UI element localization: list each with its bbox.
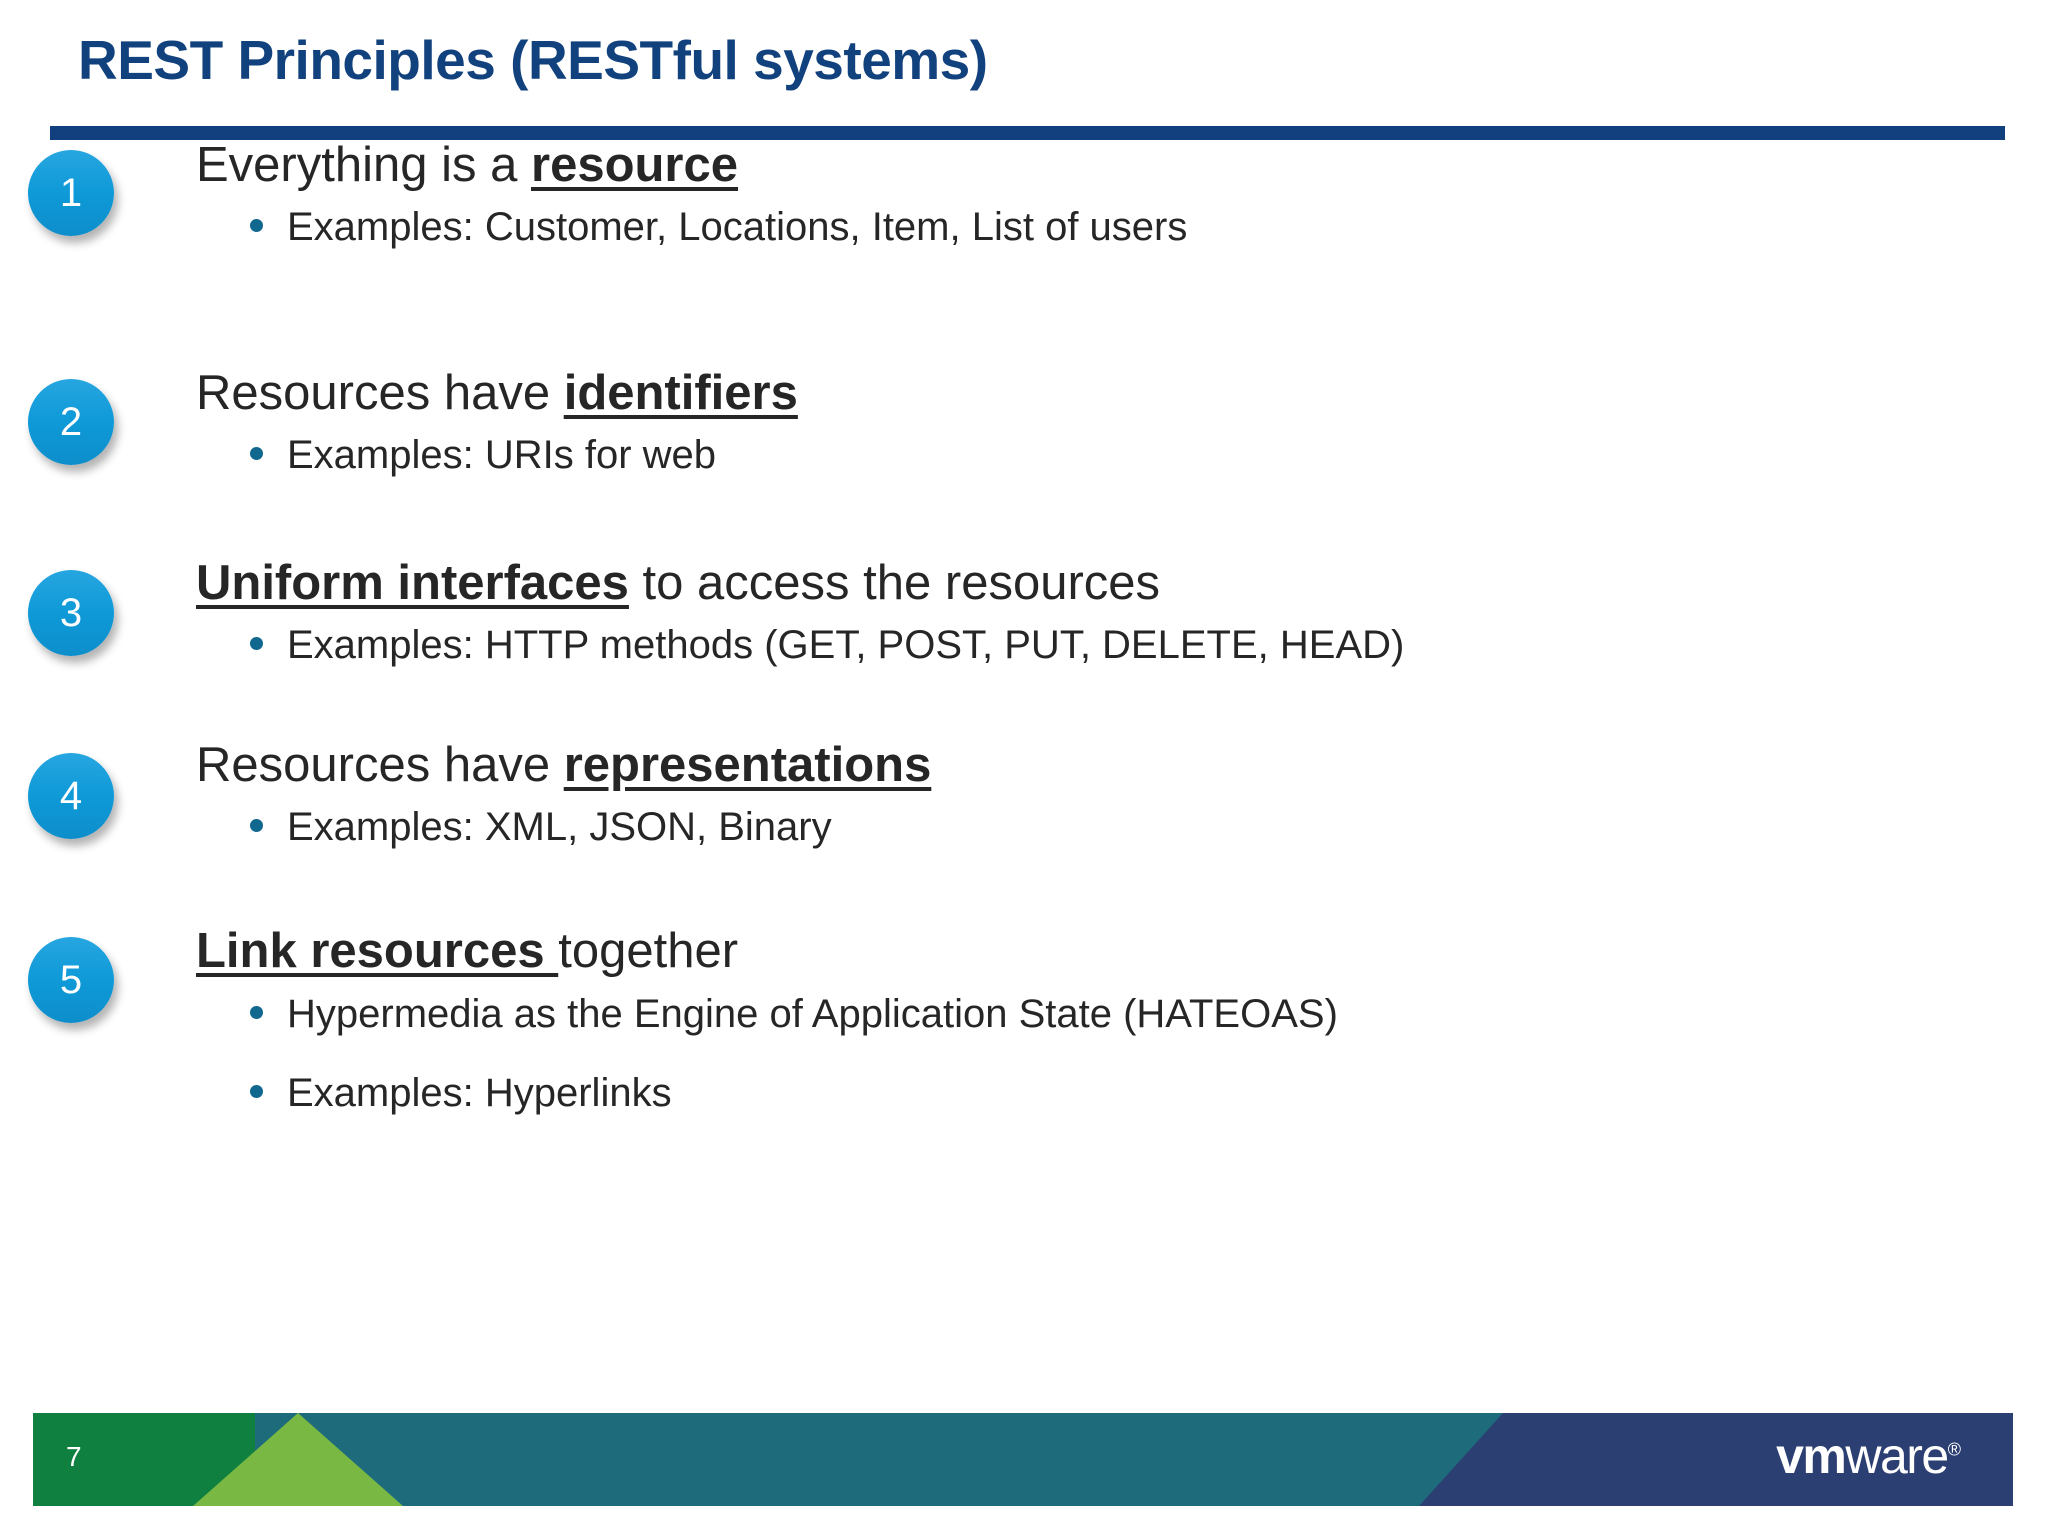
bullet-text: Examples: URIs for web	[287, 433, 717, 477]
bullet-text: Examples: HTTP methods (GET, POST, PUT, …	[287, 623, 1405, 667]
vmware-logo-ware: ware	[1845, 1428, 1949, 1484]
bullet-text: Examples: XML, JSON, Binary	[287, 805, 832, 849]
slide-footer: 7 vmware®	[33, 1413, 2013, 1506]
principle-item-5: 5 Link resources together Hypermedia as …	[0, 899, 2048, 1115]
principle-number-badge-3: 3	[28, 570, 114, 656]
principle-number-badge-2: 2	[28, 379, 114, 465]
principle-item-2: 2 Resources have identifiers Examples: U…	[0, 340, 2048, 527]
registered-trademark-icon: ®	[1947, 1439, 1961, 1460]
principle-item-1: 1 Everything is a resource Examples: Cus…	[0, 138, 2048, 340]
headline-emphasis: resource	[531, 138, 739, 192]
bullet-dot-icon	[250, 1084, 263, 1098]
headline-text-after: to access the resources	[628, 556, 1161, 610]
headline-emphasis: Uniform interfaces	[196, 556, 629, 610]
principle-headline-5: Link resources together	[196, 923, 738, 979]
principle-headline-1: Everything is a resource	[196, 137, 738, 193]
bullet-text: Examples: Customer, Locations, Item, Lis…	[287, 205, 1188, 249]
headline-text-before: Resources have	[196, 366, 564, 420]
principle-bullet-4-1: Examples: XML, JSON, Binary	[250, 805, 832, 850]
headline-text-before: Resources have	[196, 738, 564, 792]
principle-bullet-3-1: Examples: HTTP methods (GET, POST, PUT, …	[250, 623, 1404, 668]
principle-number-badge-1: 1	[28, 150, 114, 236]
principle-number-badge-5: 5	[28, 937, 114, 1023]
page-title: REST Principles (RESTful systems)	[78, 29, 988, 91]
footer-green-triangle	[193, 1413, 403, 1506]
principle-headline-3: Uniform interfaces to access the resourc…	[196, 555, 1160, 611]
principle-headline-2: Resources have identifiers	[196, 365, 798, 421]
bullet-text: Hypermedia as the Engine of Application …	[287, 992, 1338, 1036]
headline-emphasis: representations	[563, 738, 932, 792]
vmware-logo-vm: vm	[1776, 1428, 1847, 1484]
principle-headline-4: Resources have representations	[196, 737, 931, 793]
bullet-dot-icon	[250, 218, 263, 232]
principles-list: 1 Everything is a resource Examples: Cus…	[0, 138, 2048, 1115]
title-underline-rule	[50, 126, 2005, 140]
page-number: 7	[66, 1441, 82, 1472]
principle-item-3: 3 Uniform interfaces to access the resou…	[0, 527, 2048, 713]
principle-bullet-2-1: Examples: URIs for web	[250, 433, 716, 478]
footer-navy-block	[1419, 1413, 2013, 1506]
headline-emphasis: identifiers	[563, 366, 798, 420]
bullet-dot-icon	[250, 446, 263, 460]
headline-text-after: together	[558, 924, 739, 978]
headline-emphasis: Link resources	[196, 924, 559, 978]
principle-number-badge-4: 4	[28, 753, 114, 839]
principle-item-4: 4 Resources have representations Example…	[0, 713, 2048, 899]
bullet-dot-icon	[250, 818, 263, 832]
headline-text-before: Everything is a	[196, 138, 531, 192]
principle-bullet-5-1: Hypermedia as the Engine of Application …	[250, 992, 1338, 1037]
bullet-dot-icon	[250, 1005, 263, 1019]
principle-bullet-1-1: Examples: Customer, Locations, Item, Lis…	[250, 205, 1187, 250]
principle-bullet-5-2: Examples: Hyperlinks	[250, 1071, 672, 1116]
vmware-logo: vmware®	[1776, 1431, 1961, 1481]
bullet-text: Examples: Hyperlinks	[287, 1071, 672, 1115]
bullet-dot-icon	[250, 636, 263, 650]
